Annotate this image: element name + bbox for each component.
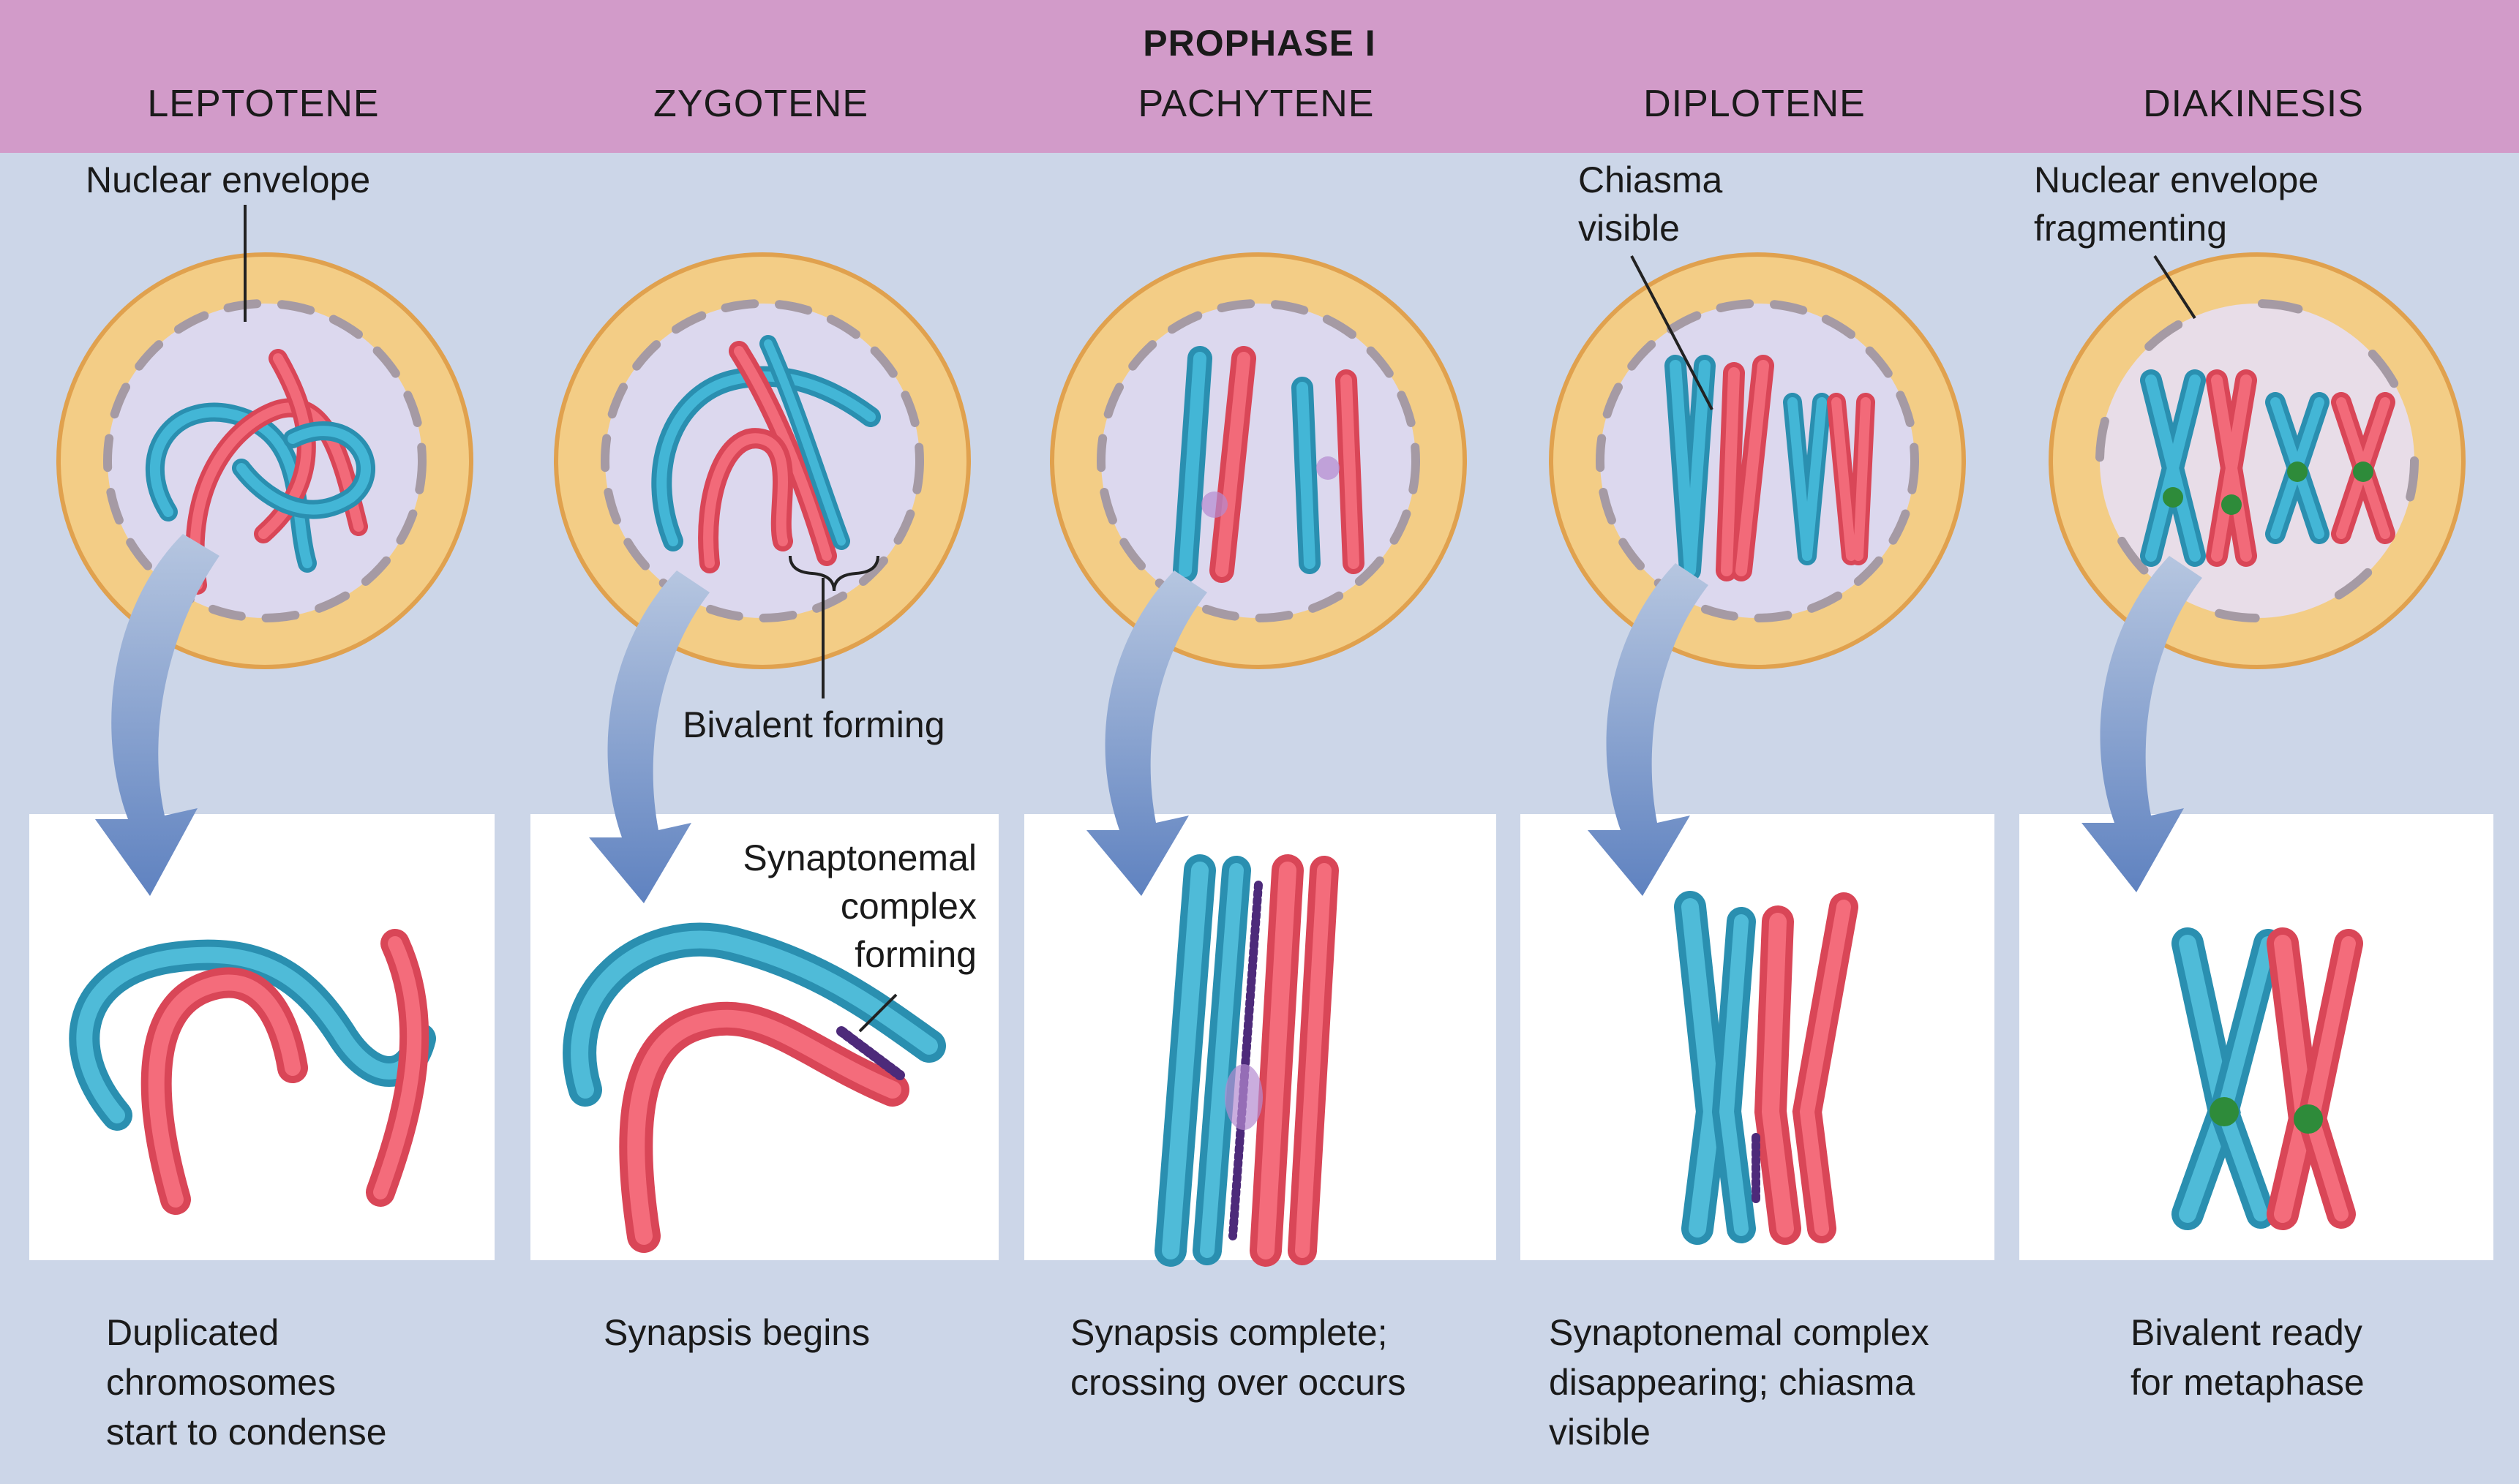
label-chiasma-visible: Chiasma visible [1578, 159, 1723, 249]
cell-diakinesis [2049, 252, 2466, 669]
leader-chiasma [1630, 255, 1713, 410]
cell-pachytene [1050, 252, 1467, 669]
caption-pachytene: Synapsis complete; crossing over occurs [1070, 1312, 1406, 1403]
stage-title-leptotene: LEPTOTENE [147, 83, 380, 125]
chromosomes-zygotene [651, 335, 881, 573]
figure-title: PROPHASE I [1143, 23, 1376, 64]
stage-title-diplotene: DIPLOTENE [1643, 83, 1866, 125]
detail-diakinesis [2171, 927, 2363, 1230]
caption-zygotene: Synapsis begins [604, 1312, 871, 1353]
chromosomes-pachytene [1173, 346, 1364, 583]
arrows [95, 534, 2202, 903]
stage-title-zygotene: ZYGOTENE [653, 83, 869, 125]
stage-title-diakinesis: DIAKINESIS [2143, 83, 2364, 125]
detail-pachytene [1155, 854, 1339, 1267]
detail-leptotene [69, 929, 436, 1215]
arrow-leptotene [95, 534, 219, 896]
detail-diplotene [1674, 891, 1858, 1245]
label-nuclear-envelope: Nuclear envelope [86, 159, 371, 200]
chromosomes-leptotene [146, 349, 375, 595]
cell-leptotene [56, 252, 473, 669]
chromosomes-diplotene [1664, 355, 1875, 581]
detail-zygotene [563, 922, 946, 1253]
chromosomes-diakinesis [2140, 369, 2395, 567]
arrow-diplotene [1588, 563, 1708, 896]
arrow-pachytene [1086, 570, 1207, 896]
caption-diplotene: Synaptonemal complex disappearing; chias… [1549, 1312, 1929, 1453]
stage-title-pachytene: PACHYTENE [1138, 83, 1375, 125]
bivalent-brace [789, 555, 879, 592]
arrow-diakinesis [2081, 556, 2202, 892]
leader-lines [244, 205, 2196, 1033]
caption-diakinesis: Bivalent ready for metaphase [2131, 1312, 2365, 1403]
header-band [0, 0, 2519, 153]
cell-zygotene [554, 252, 971, 669]
caption-leptotene: Duplicated chromosomes start to condense [106, 1312, 387, 1453]
label-bivalent-forming: Bivalent forming [683, 704, 945, 745]
label-synaptonemal-forming: Synaptonemal complex forming [743, 837, 977, 975]
label-envelope-fragmenting: Nuclear envelope fragmenting [2034, 159, 2319, 249]
leader-envelope-fragmenting [2153, 255, 2196, 320]
arrow-zygotene [589, 570, 710, 903]
leader-synaptonemal [858, 993, 898, 1033]
